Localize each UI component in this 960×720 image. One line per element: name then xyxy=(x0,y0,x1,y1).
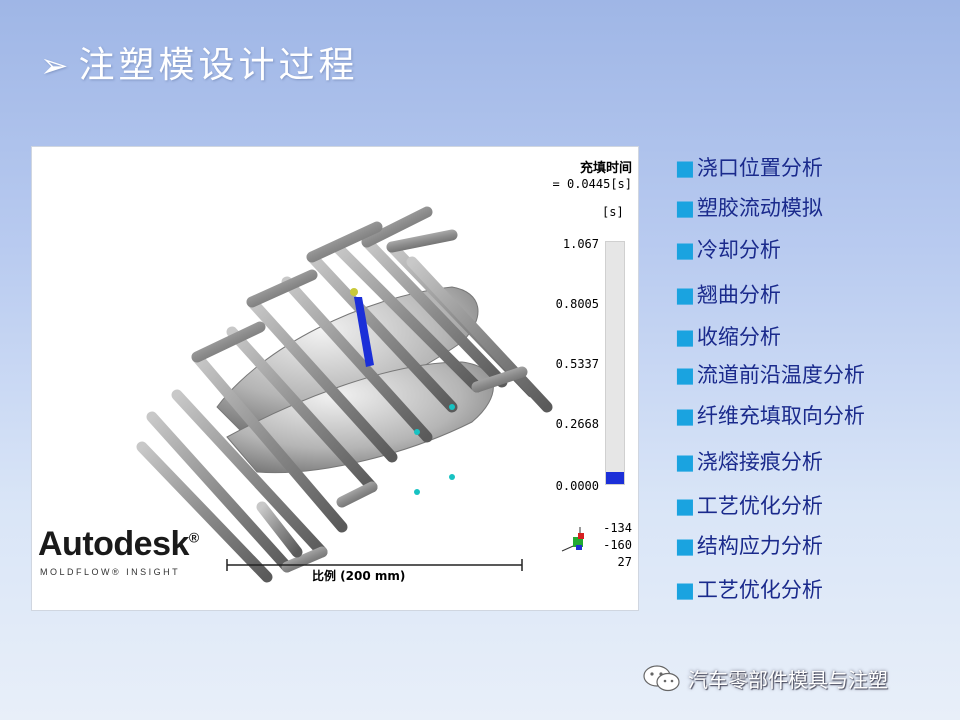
list-item: ■工艺优化分析 xyxy=(675,494,823,518)
square-bullet-icon: ■ xyxy=(675,238,695,262)
simulation-image: 充填时间 = 0.0445[s] [s] 1.067 0.8005 0.5337… xyxy=(31,146,639,611)
scale-label: 比例 (200 mm) xyxy=(312,569,406,583)
list-item: ■结构应力分析 xyxy=(675,534,823,558)
square-bullet-icon: ■ xyxy=(675,363,695,387)
square-bullet-icon: ■ xyxy=(675,196,695,220)
rotation-y: -160 xyxy=(603,538,632,552)
square-bullet-icon: ■ xyxy=(675,156,695,180)
list-item: ■收缩分析 xyxy=(675,325,781,349)
square-bullet-icon: ■ xyxy=(675,534,695,558)
gate-sprue xyxy=(354,297,374,367)
legend-unit: [s] xyxy=(602,205,624,219)
rotation-z: 27 xyxy=(617,555,632,569)
slide-title: ➢注塑模设计过程 xyxy=(40,36,359,88)
legend-tick: 0.5337 xyxy=(555,357,599,371)
square-bullet-icon: ■ xyxy=(675,325,695,349)
watermark: 汽车零部件模具与注塑 xyxy=(642,661,888,695)
orientation-triad xyxy=(561,527,584,552)
result-title: 充填时间 xyxy=(579,161,632,176)
legend-tick: 0.8005 xyxy=(555,297,599,311)
rotation-x: -134 xyxy=(603,521,632,535)
slide-title-text: 注塑模设计过程 xyxy=(78,45,359,86)
legend-fill xyxy=(606,471,624,484)
list-item: ■浇口位置分析 xyxy=(675,156,823,180)
moldflow-subtitle: MOLDFLOW® INSIGHT xyxy=(40,567,181,577)
wechat-icon xyxy=(643,665,680,692)
square-bullet-icon: ■ xyxy=(675,578,695,602)
square-bullet-icon: ■ xyxy=(675,283,695,307)
cooling-channels xyxy=(136,206,553,583)
list-item: ■冷却分析 xyxy=(675,238,781,262)
list-item: ■流道前沿温度分析 xyxy=(675,363,865,387)
injection-point xyxy=(350,288,358,296)
legend-tick: 1.067 xyxy=(562,237,599,251)
list-item: ■翘曲分析 xyxy=(675,283,781,307)
list-item: ■塑胶流动模拟 xyxy=(675,196,823,220)
autodesk-logo: Autodesk® xyxy=(38,525,199,563)
list-item: ■纤维充填取向分析 xyxy=(675,404,865,428)
list-item: ■浇熔接痕分析 xyxy=(675,450,823,474)
legend-tick: 0.2668 xyxy=(555,417,599,431)
scale-bar xyxy=(226,559,523,571)
legend-tick: 0.0000 xyxy=(555,479,599,493)
legend-color-bar xyxy=(605,241,625,485)
square-bullet-icon: ■ xyxy=(675,494,695,518)
square-bullet-icon: ■ xyxy=(675,404,695,428)
mold-model-render xyxy=(136,206,584,583)
result-value: = 0.0445[s] xyxy=(552,177,632,191)
square-bullet-icon: ■ xyxy=(675,450,695,474)
arrow-bullet-icon: ➢ xyxy=(40,46,73,86)
flow-markers xyxy=(414,404,455,495)
watermark-text: 汽车零部件模具与注塑 xyxy=(688,667,888,692)
list-item: ■工艺优化分析 xyxy=(675,578,823,602)
